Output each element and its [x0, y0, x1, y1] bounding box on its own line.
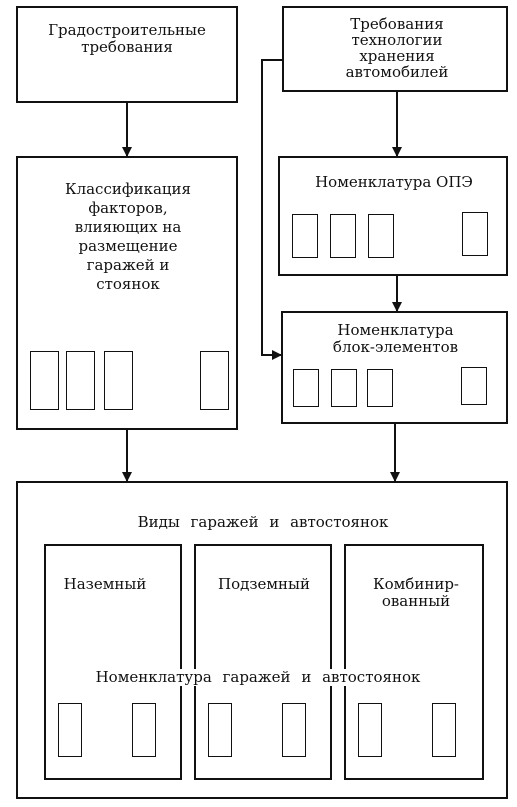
placeholder-cell: [432, 703, 456, 757]
combined-type-label: Комбинир- ованный: [372, 575, 459, 610]
placeholder-cell: [367, 369, 393, 407]
block-nomenclature-label: Номенклатура блок-элементов: [332, 321, 459, 356]
placeholder-cell: [282, 703, 306, 757]
placeholder-cell: [66, 351, 95, 410]
placeholder-cell: [462, 212, 488, 256]
placeholder-cell: [331, 369, 357, 407]
placeholder-cell: [330, 214, 356, 258]
placeholder-cell: [461, 367, 487, 405]
urban-requirements-box: Градостроительные требования: [16, 6, 238, 103]
factor-classification-label: Классификация факторов, влияющих на разм…: [64, 180, 192, 293]
placeholder-cell: [208, 703, 232, 757]
factor-classification-box: Классификация факторов, влияющих на разм…: [16, 156, 238, 430]
placeholder-cell: [358, 703, 382, 757]
storage-technology-label: Требования технологии хранения автомобил…: [345, 15, 449, 81]
placeholder-cell: [132, 703, 156, 757]
block-nomenclature-box: Номенклатура блок-элементов: [281, 311, 508, 424]
garage-types-title: Виды гаражей и автостоянок: [137, 513, 389, 531]
placeholder-cell: [293, 369, 319, 407]
garage-types-box: Виды гаражей и автостоянок Наземный Подз…: [16, 481, 508, 799]
placeholder-cell: [104, 351, 133, 410]
ope-nomenclature-label: Номенклатура ОПЭ: [315, 173, 473, 191]
urban-requirements-label: Градостроительные требования: [48, 21, 206, 56]
placeholder-cell: [30, 351, 59, 410]
placeholder-cell: [200, 351, 229, 410]
underground-type-box: Подземный: [194, 544, 332, 780]
storage-technology-box: Требования технологии хранения автомобил…: [282, 6, 508, 92]
placeholder-cell: [368, 214, 394, 258]
ope-nomenclature-box: Номенклатура ОПЭ: [278, 156, 508, 276]
ground-type-label: Наземный: [63, 575, 147, 593]
ground-type-box: Наземный: [44, 544, 182, 780]
placeholder-cell: [58, 703, 82, 757]
garage-nomenclature-label: Номенклатура гаражей и автостоянок: [58, 669, 458, 686]
underground-type-label: Подземный: [217, 575, 310, 593]
combined-type-box: Комбинир- ованный: [344, 544, 484, 780]
placeholder-cell: [292, 214, 318, 258]
